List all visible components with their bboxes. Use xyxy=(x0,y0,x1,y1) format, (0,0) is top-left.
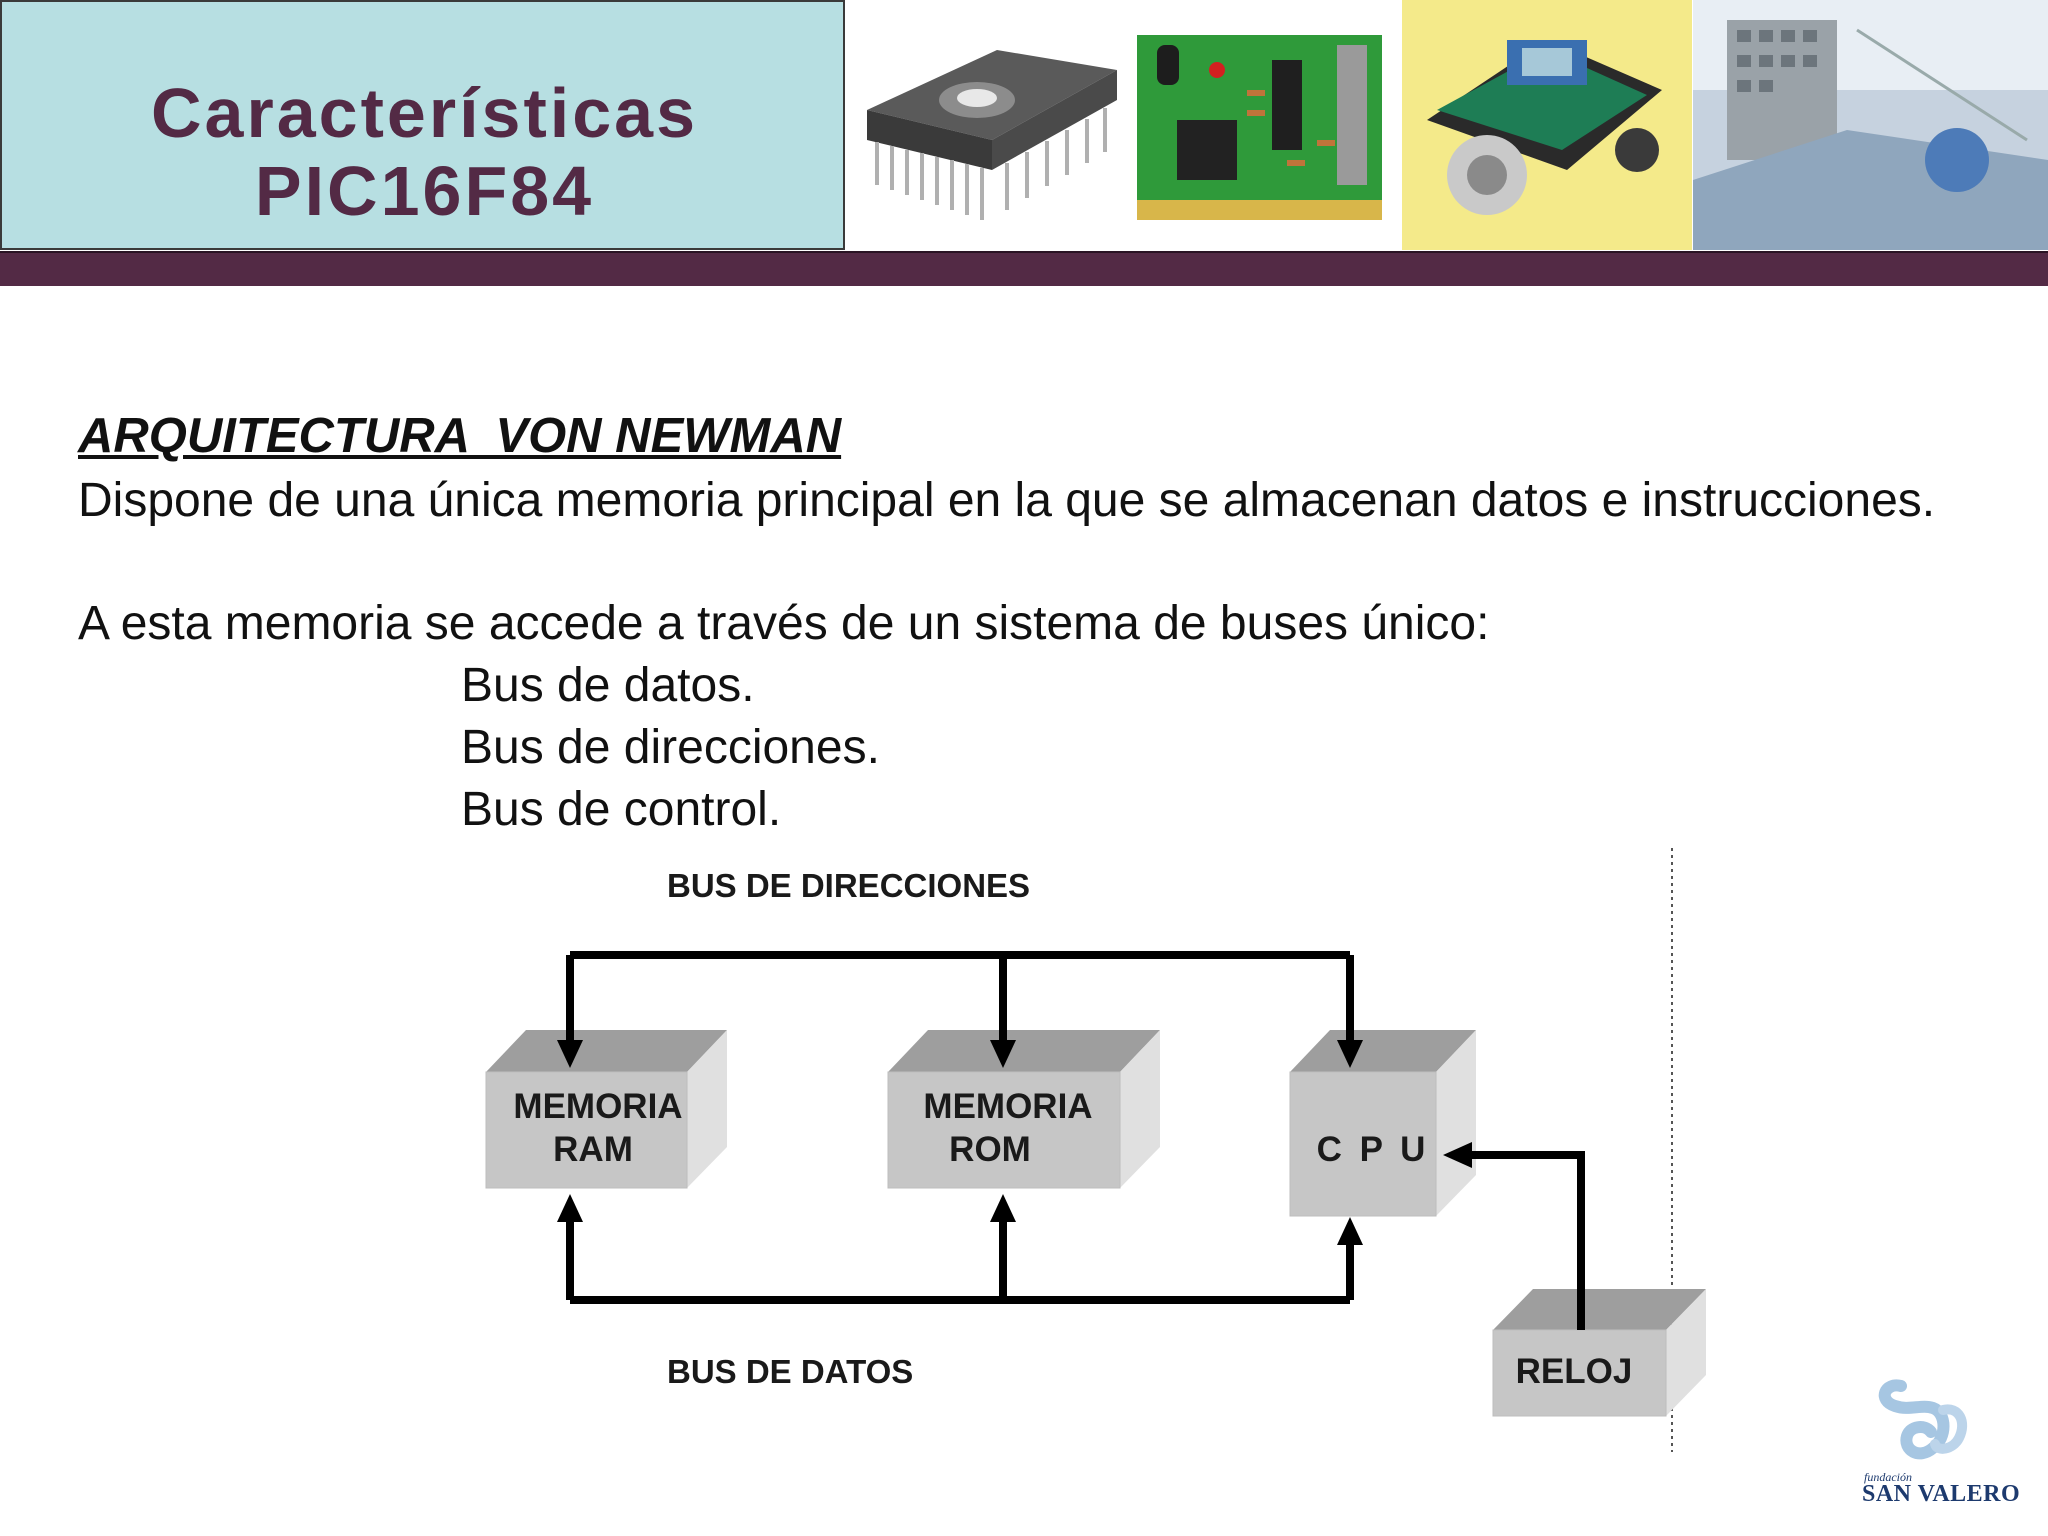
san-valero-logo-icon xyxy=(1878,1379,1968,1460)
cpu-label: C P U xyxy=(1317,1130,1430,1169)
cpu-box: C P U xyxy=(1289,1030,1476,1217)
reloj-box: RELOJ xyxy=(1492,1289,1706,1417)
address-bus-arrowheads xyxy=(557,1040,1363,1068)
logo-san-valero-text: SAN VALERO xyxy=(1862,1481,2021,1507)
section-heading: ARQUITECTURA VON NEWMAN xyxy=(78,409,842,463)
header-band xyxy=(0,251,2048,286)
title-box: Características PIC16F84 xyxy=(0,0,845,250)
reloj-label: RELOJ xyxy=(1516,1352,1633,1391)
ram-label-line2: RAM xyxy=(553,1130,633,1169)
address-bus-label: BUS DE DIRECCIONES xyxy=(667,867,1030,904)
rom-label-line2: ROM xyxy=(949,1130,1031,1169)
paragraph-memory: Dispone de una única memoria principal e… xyxy=(78,474,1936,527)
data-bus-label: BUS DE DATOS xyxy=(667,1353,913,1390)
header-photo-strip xyxy=(847,0,2048,250)
data-bus-lines xyxy=(566,1222,1354,1304)
bus-list-item: Bus de control. xyxy=(461,783,782,836)
memoria-ram-box: MEMORIA RAM xyxy=(485,1030,727,1189)
memoria-rom-box: MEMORIA ROM xyxy=(887,1030,1160,1189)
ram-label-line1: MEMORIA xyxy=(513,1087,682,1126)
slide-title: Características PIC16F84 xyxy=(2,74,847,230)
robot-image xyxy=(1402,0,1692,250)
paragraph-buses: A esta memoria se accede a través de un … xyxy=(78,597,1490,650)
clock-line xyxy=(1443,1142,1585,1330)
eprom-chip-image xyxy=(867,50,1117,220)
building-collage-image xyxy=(1693,0,2048,250)
logo-fundacion-text: fundación xyxy=(1864,1470,1912,1484)
data-bus-arrowheads xyxy=(557,1194,1363,1245)
bus-list-item: Bus de direcciones. xyxy=(461,721,880,774)
pcb-board-image xyxy=(1137,35,1382,220)
title-line-2: PIC16F84 xyxy=(254,152,595,230)
rom-label-line1: MEMORIA xyxy=(923,1087,1092,1126)
address-bus-lines xyxy=(566,951,1354,1040)
bus-list-item: Bus de datos. xyxy=(461,659,755,712)
title-line-1: Características xyxy=(151,74,698,152)
